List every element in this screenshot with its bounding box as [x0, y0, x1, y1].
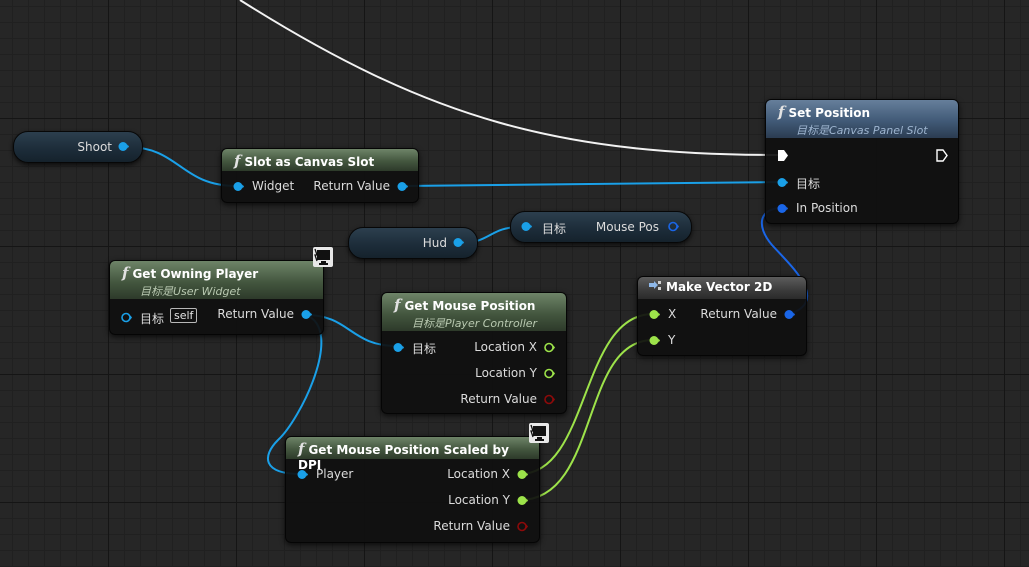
client-only-icon	[313, 247, 333, 267]
player-input-pin[interactable]	[297, 469, 308, 480]
make-vector-2d-title: Make Vector 2D	[666, 280, 773, 294]
hud-variable-node[interactable]: Hud	[348, 227, 478, 259]
widget-input-pin[interactable]	[233, 181, 244, 192]
vector-x-label: X	[668, 307, 677, 321]
make-vector-2d-header[interactable]: Make Vector 2D	[638, 277, 806, 299]
vector-y-label: Y	[668, 333, 676, 347]
set-position-subtitle: 目标是Canvas Panel Slot	[796, 124, 928, 137]
make-struct-icon	[649, 281, 661, 290]
get-owning-player-subtitle: 目标是User Widget	[140, 285, 241, 298]
hud-label: Hud	[422, 236, 447, 250]
self-default-value[interactable]: self	[170, 308, 198, 323]
get-mouse-return-label: Return Value	[460, 392, 537, 406]
set-position-title: Set Position	[788, 106, 871, 120]
vector-return-label: Return Value	[700, 307, 777, 321]
get-mouse-position-subtitle: 目标是Player Controller	[412, 317, 538, 330]
exec-output-pin[interactable]	[936, 149, 948, 162]
slot-return-pin[interactable]	[397, 181, 408, 192]
scaled-location-y-pin[interactable]	[517, 495, 528, 506]
function-icon: f	[298, 440, 305, 458]
mouse-pos-node[interactable]: 目标 Mouse Pos	[510, 211, 692, 243]
client-only-icon	[529, 423, 549, 443]
get-mouse-location-y-pin[interactable]	[544, 368, 555, 379]
in-position-pin[interactable]	[777, 203, 788, 214]
exec-wire	[239, 0, 782, 156]
in-position-label: In Position	[796, 201, 858, 215]
get-mouse-position-scaled-title: Get Mouse Position Scaled by DPI	[298, 443, 509, 472]
function-icon: f	[394, 296, 401, 314]
owning-return-pin[interactable]	[301, 309, 312, 320]
scaled-location-x-label: Location X	[447, 467, 510, 481]
get-mouse-location-x-label: Location X	[474, 340, 537, 354]
shoot-label: Shoot	[77, 140, 112, 154]
function-icon: f	[778, 103, 785, 121]
set-position-target-pin[interactable]	[777, 177, 788, 188]
scaled-return-pin[interactable]	[517, 521, 528, 532]
get-mouse-return-pin[interactable]	[544, 394, 555, 405]
function-icon: f	[122, 264, 129, 282]
vector-return-pin[interactable]	[784, 309, 795, 320]
mouse-pos-label: Mouse Pos	[595, 220, 659, 234]
exec-input-pin[interactable]	[777, 149, 789, 162]
get-mouse-location-y-label: Location Y	[475, 366, 537, 380]
owning-target-pin[interactable]	[121, 312, 132, 323]
get-mouse-location-x-pin[interactable]	[544, 342, 555, 353]
mouse-pos-target-pin[interactable]	[521, 221, 532, 232]
wire-slot-to-target	[403, 181, 783, 187]
get-mouse-position-title: Get Mouse Position	[404, 299, 536, 313]
hud-output-pin[interactable]	[453, 237, 464, 248]
mouse-pos-output-pin[interactable]	[668, 221, 679, 232]
mouse-pos-target-label: 目标	[542, 222, 567, 236]
shoot-output-pin[interactable]	[118, 141, 129, 152]
owning-target-label: 目标	[140, 312, 165, 326]
get-owning-player-title: Get Owning Player	[132, 267, 259, 281]
vector-y-pin[interactable]	[649, 335, 660, 346]
player-pin-label: Player	[316, 467, 354, 481]
widget-pin-label: Widget	[252, 179, 295, 193]
slot-return-label: Return Value	[313, 179, 390, 193]
get-mouse-target-pin[interactable]	[393, 342, 404, 353]
scaled-location-y-label: Location Y	[448, 493, 510, 507]
slot-as-canvas-slot-title: Slot as Canvas Slot	[244, 155, 375, 169]
get-mouse-target-label: 目标	[412, 342, 437, 356]
owning-return-label: Return Value	[217, 307, 294, 321]
vector-x-pin[interactable]	[649, 309, 660, 320]
function-icon: f	[234, 152, 241, 170]
make-vector-2d-node[interactable]: Make Vector 2D X Y Return Value	[637, 276, 807, 356]
set-position-target-label: 目标	[796, 177, 821, 191]
shoot-variable-node[interactable]: Shoot	[13, 131, 143, 163]
scaled-location-x-pin[interactable]	[517, 469, 528, 480]
scaled-return-label: Return Value	[433, 519, 510, 533]
